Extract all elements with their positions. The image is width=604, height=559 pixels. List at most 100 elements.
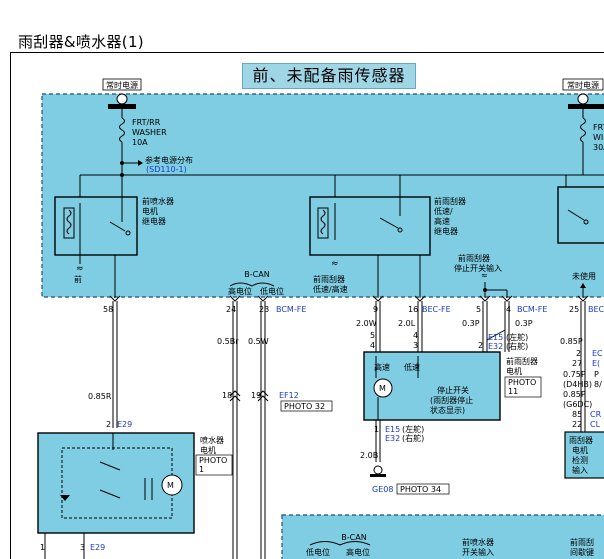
right-relay-box: [557, 186, 604, 244]
motor-pin-3: 3: [413, 341, 418, 350]
svg-text:M: M: [379, 384, 386, 393]
motor-photo-l1: PHOTO: [508, 378, 536, 387]
right-pin-4: 0.85P: [563, 390, 586, 399]
ref-arrow-icon: [138, 160, 143, 166]
right-label-1: 电机: [572, 445, 588, 455]
ef12-conn-19: [257, 390, 269, 402]
bec-right: BEC: [588, 305, 604, 314]
section-title: 前、未配备雨传感器: [242, 63, 416, 89]
ref-label: 参考电源分布: [145, 155, 193, 165]
ef12-conn-18: [229, 390, 241, 402]
washer-relay-coil: [63, 207, 75, 239]
motor-stop-l1: 停止开关: [437, 385, 469, 395]
right-code-5: CL: [590, 420, 601, 429]
washer-relay-l3: 继电器: [142, 216, 166, 226]
stop-input-wave: ≈: [481, 271, 488, 280]
washer-label-l1: 喷水器: [200, 435, 224, 445]
wiper-relay-gnd-l1: 前雨刮器: [313, 274, 345, 284]
wiper-motor-icon: [373, 378, 393, 398]
bcm-fe-2: BCM-FE: [517, 305, 547, 314]
fuse-right-l1: FRT: [593, 123, 604, 132]
right-code-0: EC: [592, 349, 603, 358]
motor-high: 高速: [374, 362, 390, 372]
ef12-photo: PHOTO 32: [284, 402, 325, 411]
bottom-washer-l1: 前喷水器: [462, 537, 494, 547]
pin-24: 24: [226, 305, 236, 314]
unused-arrow-icon: [580, 283, 586, 288]
ef12-18: 18: [222, 391, 232, 400]
ground-icon: [373, 465, 383, 475]
wiper-relay-l1: 前雨刮器: [434, 196, 466, 206]
bottom-wiper-l1: 前雨刮: [570, 537, 594, 547]
right-pin-1: 27: [572, 359, 582, 368]
washer-relay-gnd: 前: [74, 274, 82, 284]
fuse-right-l3: 30A: [593, 143, 604, 152]
motor-gnd-e15: E15: [385, 425, 400, 434]
bottom-module-box: [281, 514, 604, 559]
fuse-right-l2: WI: [593, 133, 603, 142]
power-label-right: 常时电源: [567, 80, 599, 90]
gnd-code: GE08: [372, 485, 393, 494]
busbar-left: [108, 104, 136, 109]
motor-pin-4a: 4: [413, 331, 418, 340]
motor-stop-l3: 状态显示): [430, 405, 465, 415]
wire-20b: 2.0B: [360, 451, 378, 460]
gnd-photo: PHOTO 34: [400, 485, 441, 494]
right-pin-2: 0.75P: [563, 370, 586, 379]
bottom-bcan: B-CAN: [341, 533, 366, 542]
washer-motor-icon: [161, 474, 183, 496]
wire-05w: 0.5W: [248, 337, 269, 346]
fuse-left-icon: [119, 117, 125, 143]
washer-photo-l2: 1: [199, 465, 204, 474]
header: 雨刮器&喷水器(1): [0, 0, 604, 52]
bottom-wiper-l2: 间歇键: [570, 547, 594, 557]
wiper-relay-coil: [317, 207, 329, 239]
fuse-left-l3: 10A: [132, 138, 148, 147]
wiper-relay-l4: 继电器: [434, 226, 458, 236]
washer-relay-l1: 前喷水器: [142, 196, 174, 206]
fuse-left-l2: WASHER: [132, 128, 167, 137]
right-code-4: CR: [590, 410, 602, 419]
right-code-3: 8/: [594, 380, 602, 389]
motor-e32-note: (右舵): [506, 341, 528, 351]
bcm-box: [41, 93, 604, 298]
motor-gnd-e15-note: (左舵): [402, 424, 424, 434]
right-pin-5: (G6DC): [563, 400, 592, 409]
washer-photo-l1: PHOTO: [199, 456, 227, 465]
gnd-symbol-left: ≈: [76, 264, 84, 274]
unused-label: 未使用: [572, 271, 596, 281]
washer-pin-top: 2: [106, 420, 111, 429]
header-divider: [10, 52, 604, 53]
motor-gnd-e32-note: (右舵): [402, 433, 424, 443]
washer-relay-box: [54, 196, 138, 256]
wire-group: [112, 301, 586, 559]
bcm-fe-1: BCM-FE: [276, 305, 306, 314]
fuse-right-icon: [580, 117, 586, 143]
motor-label-l1: 前雨刮器: [506, 356, 538, 366]
bcan-top-title: B-CAN: [244, 270, 269, 279]
wiper-relay-l3: 高速: [434, 216, 450, 226]
pin-16: 16: [408, 305, 418, 314]
wire-085r: 0.85R: [88, 392, 112, 401]
motor-e32: E32: [488, 342, 503, 351]
bec-fe: BEC-FE: [422, 305, 451, 314]
wire-03p-a: 0.3P: [462, 319, 480, 328]
right-label-0: 雨刮器: [569, 435, 593, 445]
power-label-left: 常时电源: [106, 80, 138, 90]
stop-input-l2: 停止开关输入: [454, 263, 502, 273]
motor-stop-l2: (雨刮器停止: [430, 395, 473, 405]
right-pin-3: (D4HB): [563, 380, 592, 389]
right-label-2: 检测: [572, 455, 588, 465]
bottom-high: 高电位: [346, 547, 370, 557]
terminal-left: [116, 93, 128, 105]
wire-20w: 2.0W: [356, 319, 377, 328]
ref-code: (SD110-1): [146, 165, 187, 174]
pin-25: 25: [569, 305, 579, 314]
wiper-relay-gnd-l2: 低速/高速: [313, 284, 348, 294]
motor-pin-4b: 4: [370, 341, 375, 350]
fuse-left-l1: FRT/RR: [132, 118, 161, 127]
washer-conn-b: E29: [90, 543, 105, 552]
right-code-2: P: [594, 370, 599, 379]
right-pin-0: 2: [576, 349, 581, 358]
power-label-left-box: [102, 78, 142, 91]
